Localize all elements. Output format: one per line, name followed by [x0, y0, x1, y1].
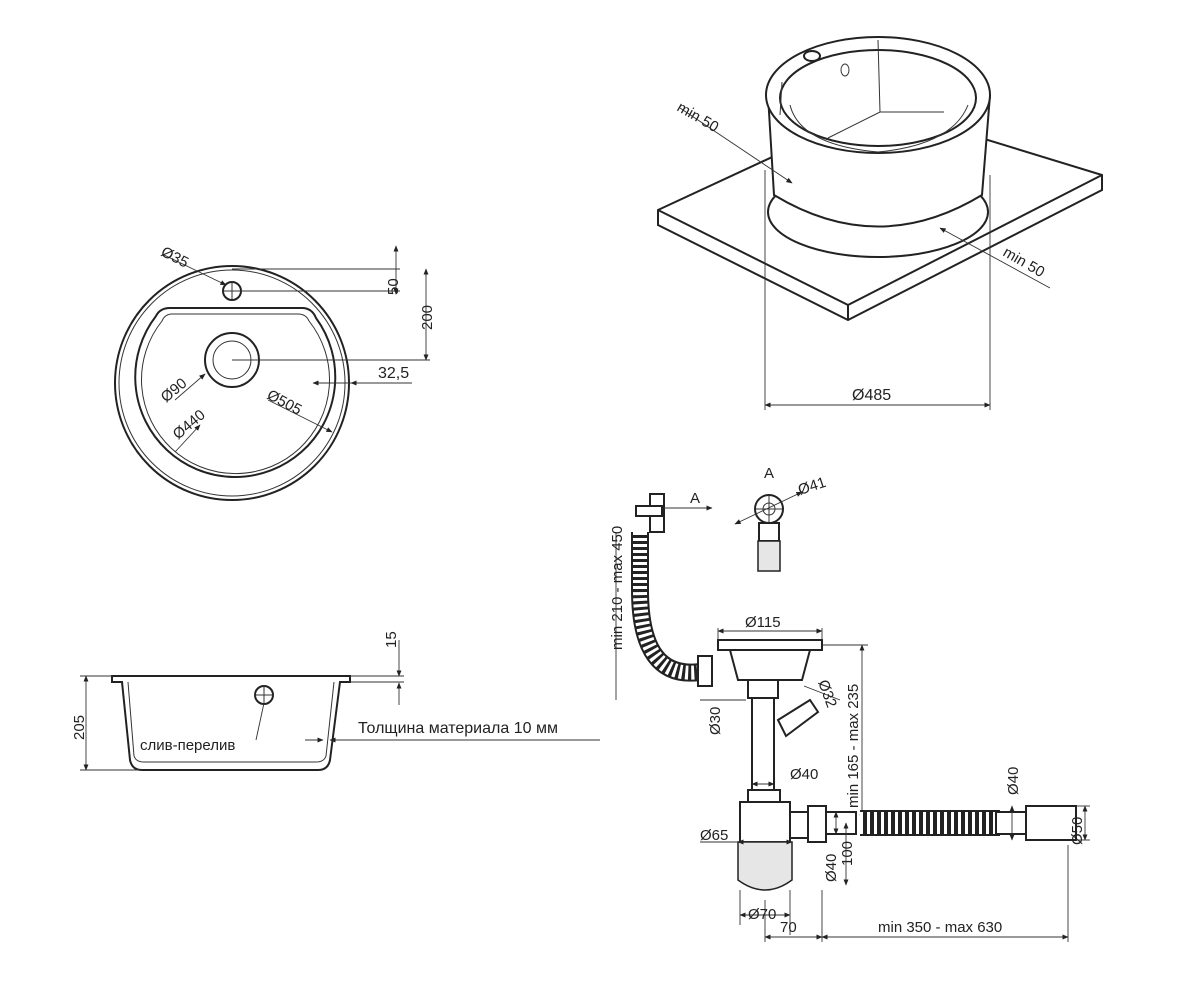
- trap-upper: [739, 801, 791, 843]
- dim-d32: Ø32: [814, 678, 840, 710]
- dim-min50-right: min 50: [1000, 244, 1047, 281]
- dim-d40-outlet: Ø40: [1005, 767, 1022, 795]
- dim-d50: Ø50: [1069, 817, 1086, 845]
- thickness-label: Толщина материала 10 мм: [358, 720, 558, 737]
- dim-d65: Ø65: [700, 827, 728, 844]
- dim-d90: Ø90: [158, 375, 191, 406]
- strainer-flange: [717, 639, 823, 651]
- bowl-edge-inner: [141, 313, 330, 475]
- dim-d35: Ø35: [158, 243, 191, 271]
- dim-d30: Ø30: [707, 707, 724, 735]
- dim-32-5: 32,5: [378, 365, 409, 382]
- outer-rim-inner: [118, 269, 346, 497]
- outlet-adapter: [1025, 805, 1077, 841]
- side-inlet: [776, 698, 820, 738]
- dim-205: 205: [71, 715, 88, 740]
- dim-hose-length: min 210 - max 450: [609, 526, 626, 650]
- sink-profile: [111, 675, 351, 771]
- isometric-view: min 50 min 50 Ø485: [657, 36, 1103, 410]
- dim-outlet-length: min 350 - max 630: [878, 919, 1002, 936]
- dim-70: 70: [780, 919, 797, 936]
- dim-200: 200: [419, 305, 436, 330]
- dim-min50-left: min 50: [674, 99, 721, 136]
- view-a-label: A: [764, 465, 774, 482]
- dim-d40-bottom: Ø40: [823, 854, 840, 882]
- dim-d40-top: Ø40: [790, 766, 818, 783]
- marker-a: A: [690, 490, 700, 507]
- trap-bottle: [737, 841, 793, 891]
- dim-d440: Ø440: [170, 406, 209, 443]
- tap-hole-iso: [803, 50, 821, 62]
- siphon-assembly: A min 210 - max 450 A Ø41 Ø115 Ø32 Ø30: [609, 465, 1090, 942]
- overflow-label: слив-перелив: [140, 737, 235, 754]
- bowl-edge: [134, 307, 337, 478]
- dim-d115: Ø115: [745, 614, 781, 631]
- dim-height-range: min 165 - max 235: [845, 684, 862, 808]
- dim-15: 15: [383, 631, 400, 648]
- dim-d41: Ø41: [796, 474, 828, 499]
- top-view: Ø35 50 200 32,5 Ø90 Ø440 Ø505: [114, 243, 436, 501]
- section-view: 205 15 слив-перелив Толщина материала 10…: [71, 631, 600, 771]
- dim-d70: Ø70: [748, 906, 776, 923]
- dim-100: 100: [839, 841, 856, 866]
- dim-d505: Ø505: [264, 387, 304, 419]
- dim-50: 50: [385, 278, 402, 295]
- vertical-pipe: [751, 697, 775, 791]
- dim-d485: Ø485: [852, 387, 891, 404]
- bowl-rim: [765, 36, 991, 154]
